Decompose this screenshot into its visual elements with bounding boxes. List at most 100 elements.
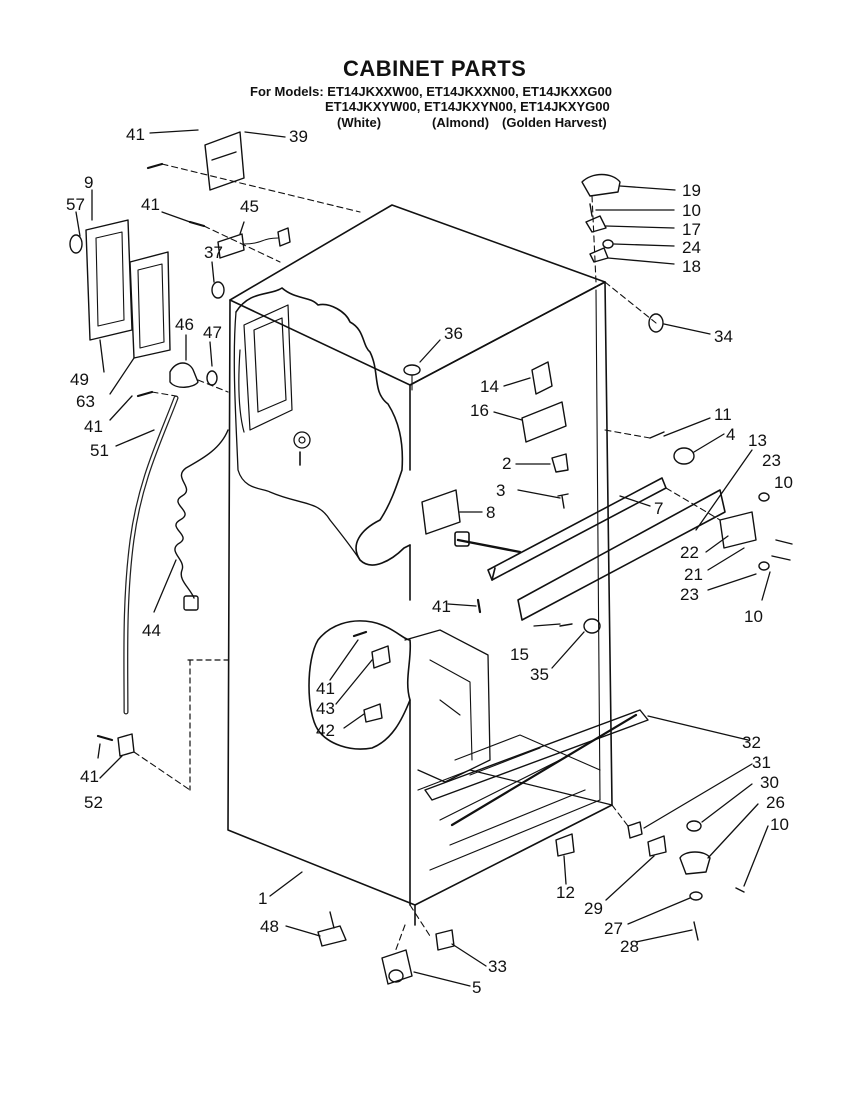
callout-9: 9: [84, 173, 93, 192]
callout-26: 26: [766, 793, 785, 812]
callout-2: 2: [502, 454, 511, 473]
washer-47: [206, 370, 218, 386]
callout-28: 28: [620, 937, 639, 956]
bracket-39: [204, 131, 245, 191]
callout-18: 18: [682, 257, 701, 276]
leveler-48: [317, 911, 347, 947]
cabinet-body: [187, 204, 613, 926]
callout-16: 16: [470, 401, 489, 420]
callout-37: 37: [204, 243, 223, 262]
callout-44: 44: [142, 621, 161, 640]
callout-36: 36: [444, 324, 463, 343]
clip-43: [371, 645, 391, 669]
clip-42: [363, 703, 383, 723]
plate-8: [421, 489, 461, 535]
callout-48: 48: [260, 917, 279, 936]
callout-52: 52: [84, 793, 103, 812]
color-golden-harvest: (Golden Harvest): [502, 115, 607, 130]
washer-27: [689, 891, 703, 901]
callout-4: 4: [726, 425, 735, 444]
clip-52: [117, 733, 135, 757]
screws-41: [96, 162, 482, 742]
callout-10-d: 10: [770, 815, 789, 834]
hinge-22: [719, 511, 757, 549]
callout-57: 57: [66, 195, 85, 214]
gasket-63: [129, 251, 171, 359]
callout-30: 30: [760, 773, 779, 792]
callout-46: 46: [175, 315, 194, 334]
cap-4: [673, 447, 695, 465]
callout-41-f: 41: [80, 767, 99, 786]
callout-8: 8: [486, 503, 495, 522]
screws-10: [771, 539, 793, 561]
callout-10-c: 10: [744, 607, 763, 626]
plug-57: [69, 234, 83, 254]
panel-49: [85, 219, 133, 341]
color-almond: (Almond): [432, 115, 490, 130]
cabinet-top: [229, 204, 606, 386]
washer-23a: [758, 492, 770, 502]
screw-11: [649, 431, 665, 439]
callout-33: 33: [488, 957, 507, 976]
callout-51: 51: [90, 441, 109, 460]
callout-23-b: 23: [680, 585, 699, 604]
button-36: [403, 364, 421, 376]
callout-23-a: 23: [762, 451, 781, 470]
callout-39: 39: [289, 127, 308, 146]
callout-17: 17: [682, 220, 701, 239]
screw-3: [557, 493, 569, 509]
callout-32: 32: [742, 733, 761, 752]
callout-21: 21: [684, 565, 703, 584]
bottom-rail: [424, 709, 649, 801]
cabinet-left-side: [227, 299, 416, 926]
hinge-cover-19: [581, 173, 621, 197]
cover-33: [435, 929, 455, 951]
plate-29: [647, 835, 667, 857]
callout-34: 34: [714, 327, 733, 346]
callout-41-d: 41: [432, 597, 451, 616]
color-white: (White): [337, 115, 382, 130]
callout-47: 47: [203, 323, 222, 342]
bracket-12: [555, 833, 575, 857]
clip-2: [551, 453, 569, 473]
callout-41-c: 41: [84, 417, 103, 436]
cabinet-cutaway-lower: [308, 620, 412, 750]
washer-24: [602, 239, 614, 249]
washer-23b: [758, 561, 770, 571]
callout-49: 49: [70, 370, 89, 389]
cabinet-cutaway-upper: [235, 287, 411, 566]
bracket-14: [531, 361, 553, 395]
callout-41-e: 41: [316, 679, 335, 698]
hinge-16: [521, 401, 567, 443]
callout-63: 63: [76, 392, 95, 411]
callout-13: 13: [748, 431, 767, 450]
callout-11: 11: [714, 405, 732, 424]
roller-5: [381, 949, 413, 985]
plug-34: [648, 313, 664, 333]
shim-18: [589, 247, 609, 263]
models-line-2: ET14JKXYW00, ET14JKXYN00, ET14JKXYG00: [325, 99, 610, 114]
diagram-title: CABINET PARTS: [343, 56, 527, 81]
leader-lines: [75, 129, 771, 987]
mullion-cover: [517, 489, 726, 621]
callout-14: 14: [480, 377, 499, 396]
callout-24: 24: [682, 238, 701, 257]
washer-30: [686, 820, 702, 832]
screw-15: [559, 623, 573, 627]
hardware-parts: [69, 131, 793, 985]
callout-19: 19: [682, 181, 701, 200]
callout-10-b: 10: [774, 473, 793, 492]
wire-harness-44: [174, 429, 229, 599]
models-line-1: For Models: ET14JKXXW00, ET14JKXXN00, ET…: [250, 84, 612, 99]
switch-45: [217, 227, 291, 259]
spacer-31: [627, 821, 643, 839]
screw-28: [693, 921, 699, 941]
fitting-46: [169, 362, 199, 388]
tube-51: [123, 395, 179, 715]
hinge-17: [585, 215, 607, 233]
callout-42: 42: [316, 721, 335, 740]
hinge-26: [679, 851, 711, 875]
callout-1: 1: [258, 889, 267, 908]
ring-37: [211, 281, 225, 299]
screw-10a: [589, 203, 593, 217]
